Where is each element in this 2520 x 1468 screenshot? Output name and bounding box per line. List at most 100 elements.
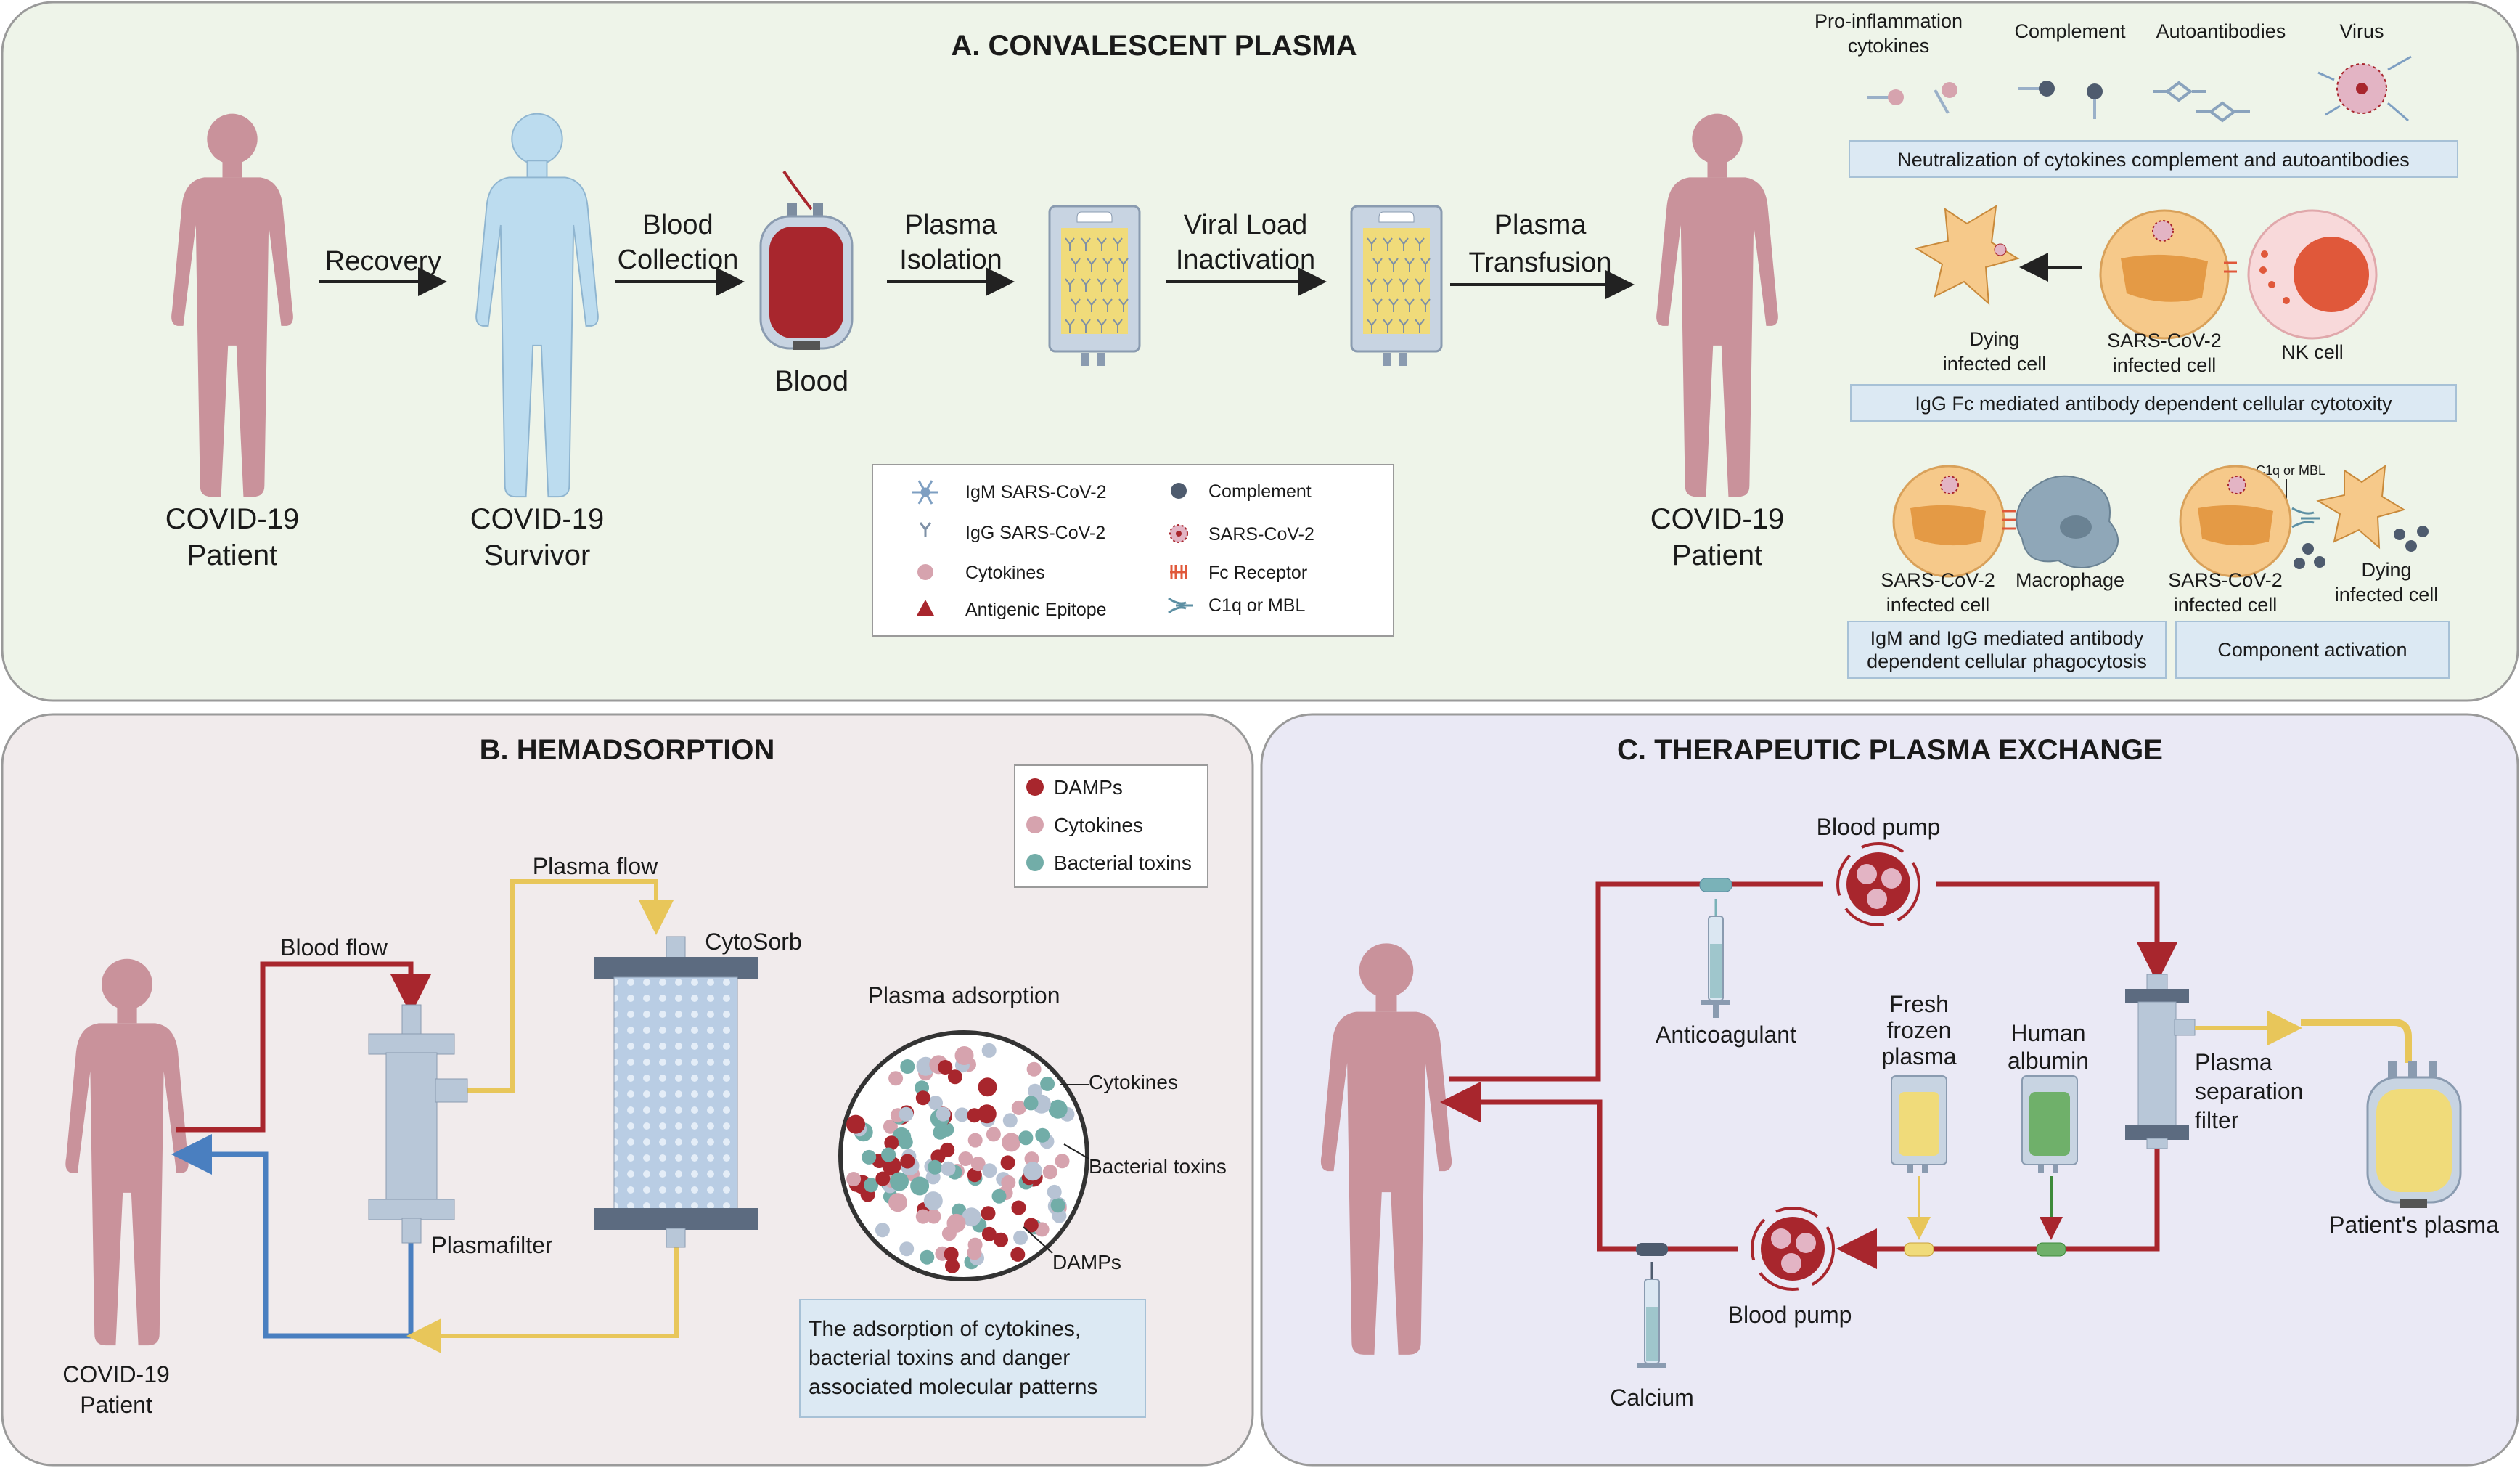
complement-activation-text: Component activation: [2217, 639, 2407, 661]
adsorption-particle: [862, 1149, 877, 1165]
cytosorb-column-icon: [594, 936, 758, 1248]
legend-cytokines-label: Cytokines: [965, 563, 1045, 583]
return-flow-line: [171, 1134, 414, 1339]
antibody-glyph: [1065, 237, 1075, 251]
damps-pointer: [1023, 1226, 1053, 1254]
adsorption-particle: [941, 1161, 956, 1176]
fc-receptor-icon: [1170, 565, 1187, 579]
legend-box: IgM SARS-CoV-2 IgG SARS-CoV-2 Cytokines …: [872, 464, 1394, 637]
adsorption-particle: [846, 1114, 865, 1134]
complement-icon: [1171, 483, 1187, 499]
plasma-isolation-label: Plasma: [905, 210, 998, 240]
blood-pump-bottom-label: Blood pump: [1728, 1302, 1852, 1328]
adsorption-particle: [991, 1188, 1007, 1204]
infected-cell-2-icon: [1892, 465, 2016, 578]
antibody-glyph: [1388, 258, 1399, 272]
adsorption-particle: [900, 1059, 915, 1074]
antibody-glyph: [1404, 298, 1415, 312]
toxins-b-label: Bacterial toxins: [1089, 1155, 1227, 1178]
adsorption-particle: [1028, 1083, 1042, 1098]
antibody-glyph: [1081, 237, 1091, 251]
macrophage-label: Macrophage: [2016, 569, 2124, 591]
antibody-glyph: [1420, 258, 1431, 272]
survivor-label: COVID-19: [470, 503, 605, 535]
plasma-return-line: [406, 1234, 679, 1353]
adcp-text: IgM and IgG mediated antibody: [1870, 627, 2144, 649]
antibody-glyph: [1372, 298, 1383, 312]
patients-plasma-bag-icon: [2366, 1061, 2462, 1208]
antibody-glyph: [1399, 319, 1409, 333]
antibody-glyph: [1420, 298, 1431, 312]
sars2-label-line2: infected cell: [1886, 594, 1990, 616]
antibody-glyph: [1071, 258, 1081, 272]
toxins-pointer: [1063, 1143, 1089, 1159]
anticoagulant-label: Anticoagulant: [1656, 1022, 1796, 1048]
adsorption-magnified-view: [838, 1030, 1089, 1281]
adsorption-particle: [900, 1154, 915, 1169]
legend-igm-label: IgM SARS-CoV-2: [965, 482, 1107, 502]
panel-c-title: C. THERAPEUTIC PLASMA EXCHANGE: [1617, 734, 2163, 766]
adcp-text-line2: dependent cellular phagocytosis: [1867, 651, 2147, 672]
info-text-line3: associated molecular patterns: [809, 1375, 1098, 1399]
adsorption-particle: [944, 1247, 959, 1262]
adsorption-particle: [928, 1159, 943, 1175]
plasma-separation-filter-icon: [2125, 974, 2196, 1149]
patient-label: COVID-19: [165, 503, 300, 535]
adsorption-particle: [928, 1096, 943, 1111]
antibody-glyph: [1102, 258, 1113, 272]
igg-icon: [919, 522, 932, 537]
adsorption-particle: [1018, 1130, 1034, 1146]
adsorption-particle: [888, 1193, 907, 1212]
adsorption-particle: [1011, 1100, 1026, 1115]
adsorption-info-box: [799, 1299, 1146, 1418]
blood-flow-label: Blood flow: [280, 934, 388, 961]
adsorption-particle: [1050, 1198, 1065, 1213]
adsorption-particle: [875, 1171, 891, 1186]
adsorption-particle: [1042, 1165, 1058, 1180]
antibody-glyph: [1113, 319, 1123, 333]
antibody-glyph: [1097, 278, 1107, 292]
adsorption-particle: [884, 1135, 899, 1151]
ffp-port: [1904, 1242, 1934, 1257]
antibody-glyph: [1071, 298, 1081, 312]
neutralization-box: [1849, 140, 2458, 178]
macrophage-icon: [2016, 475, 2119, 568]
antibody-glyph: [1118, 258, 1129, 272]
adsorption-particle: [898, 1135, 913, 1150]
adsorption-particle: [888, 1071, 904, 1086]
adsorption-particle: [899, 1241, 915, 1257]
sars1-label-line2: infected cell: [2113, 354, 2217, 376]
mechanisms-section: Pro-inflammation cytokines Complement Au…: [1815, 10, 2458, 679]
adsorption-particle: [926, 1209, 941, 1224]
adsorption-particle: [915, 1090, 930, 1106]
ffp-label-line2: frozen: [1887, 1017, 1952, 1043]
antibody-glyph: [1367, 278, 1377, 292]
epitope-icon: [917, 600, 934, 616]
adsorption-particle: [978, 1077, 997, 1097]
anticoagulant-syringe-icon: [1701, 899, 1730, 1018]
antibody-glyph: [1399, 278, 1409, 292]
infected-cell-icon: [2099, 209, 2237, 340]
adsorption-particle: [982, 1163, 997, 1178]
patient2-label: COVID-19: [1650, 503, 1785, 535]
adsorption-particle: [938, 1060, 953, 1075]
legend-igg-label: IgG SARS-CoV-2: [965, 523, 1105, 543]
adsorption-particle: [864, 1178, 879, 1193]
adsorption-particle: [1047, 1184, 1062, 1199]
transfusion-label-line2: Transfusion: [1468, 248, 1611, 278]
sars1-label: SARS-CoV-2: [2107, 330, 2222, 351]
antibody-glyph: [1383, 237, 1393, 251]
adsorption-particle: [1023, 1218, 1039, 1233]
adsorption-particle: [986, 1127, 1001, 1142]
albumin-port: [2036, 1242, 2066, 1257]
dying2-label: Dying: [2361, 559, 2411, 581]
adcc-text: IgG Fc mediated antibody dependent cellu…: [1915, 393, 2392, 415]
plasmafilter-label: Plasmafilter: [431, 1232, 553, 1258]
albumin-label-line2: albumin: [2008, 1048, 2089, 1074]
adsorption-particle: [910, 1176, 930, 1196]
adsorption-particle: [1023, 1096, 1039, 1111]
plasmafilter-icon: [368, 1004, 468, 1244]
sarscov2-icon: [1169, 524, 1188, 543]
sars3-label-line2: infected cell: [2174, 594, 2278, 616]
cytokines-b-label: Cytokines: [1089, 1071, 1178, 1093]
